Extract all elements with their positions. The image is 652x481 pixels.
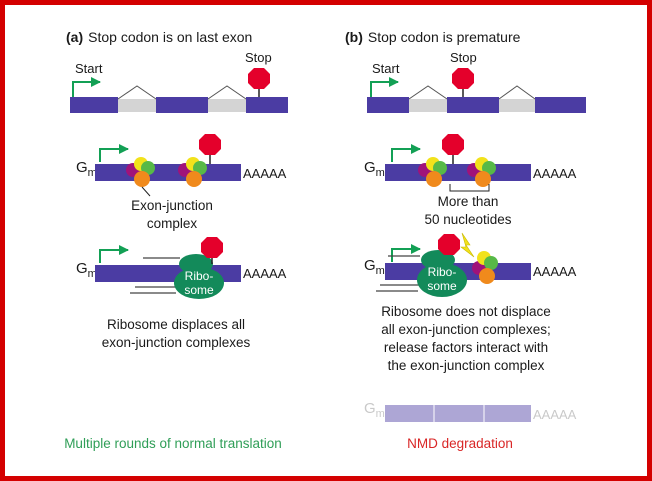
splice-caret-1	[117, 85, 157, 100]
ejc-2	[467, 157, 496, 187]
start-arrow-icon	[370, 77, 399, 98]
ribosome-label-2: some	[427, 279, 457, 293]
panel-b-letter: (b)	[345, 29, 363, 45]
exon-3	[246, 97, 288, 113]
exon-2	[156, 97, 208, 113]
stop-codon-icon	[201, 237, 223, 258]
stop-codon-icon	[442, 134, 464, 155]
polya-tail: AAAAA	[533, 407, 577, 422]
ribosome-label-1: Ribo-	[428, 265, 457, 279]
ribosome-label-2: some	[184, 283, 214, 297]
panel-a-outcome: Multiple rounds of normal translation	[64, 436, 282, 451]
panel-b-caption-1: Ribosome does not displace	[381, 304, 551, 319]
panel-b-caption-3: release factors interact with	[384, 340, 548, 355]
nmd-diagram: (a) Stop codon is on last exon Start Stop…	[64, 29, 586, 451]
start-arrow-icon	[391, 144, 421, 162]
panel-b-caption-4: the exon-junction complex	[388, 358, 545, 373]
panel-b-stop-label: Stop	[450, 50, 477, 65]
panel-b-start-label: Start	[372, 61, 400, 76]
svg-text:Gm: Gm	[76, 159, 97, 179]
splice-caret-1	[408, 85, 448, 100]
distance-label-2: 50 nucleotides	[424, 212, 511, 227]
panel-a-gene: Start Stop	[70, 50, 288, 113]
start-arrow-icon	[99, 245, 129, 263]
panel-b-title: Stop codon is premature	[368, 29, 521, 45]
intron-1	[409, 99, 447, 112]
panel-b-gene: Start Stop	[367, 50, 586, 113]
distance-label-1: More than	[438, 194, 499, 209]
cap-label: G	[364, 400, 376, 417]
exon-3	[535, 97, 586, 113]
cap-subscript: m	[376, 408, 385, 420]
panel-a-letter: (a)	[66, 29, 83, 45]
stop-codon-icon	[438, 234, 460, 255]
intron-1	[118, 99, 156, 112]
panel-b: (b) Stop codon is premature Start Stop Gm…	[345, 29, 586, 451]
stop-codon-icon	[248, 68, 270, 89]
stop-codon-icon	[199, 134, 221, 155]
polya-tail: AAAAA	[243, 166, 287, 181]
svg-text:Gm: Gm	[76, 260, 97, 280]
ribosome-label-1: Ribo-	[185, 269, 214, 283]
panel-a-caption-1: Ribosome displaces all	[107, 317, 245, 332]
polya-tail: AAAAA	[533, 166, 577, 181]
ejc-remaining	[472, 251, 498, 284]
distance-bracket	[449, 184, 490, 192]
panel-b-outcome: NMD degradation	[407, 436, 513, 451]
panel-a-title: Stop codon is on last exon	[88, 29, 252, 45]
panel-b-caption-2: all exon-junction complexes;	[381, 322, 551, 337]
lightning-icon	[460, 232, 475, 258]
exon-2	[447, 97, 499, 113]
intron-2	[499, 99, 535, 112]
exon-1	[367, 97, 409, 113]
cap-label: G	[76, 260, 88, 277]
start-arrow-icon	[99, 144, 129, 162]
polya-tail: AAAAA	[243, 266, 287, 281]
ribosome-large	[174, 267, 224, 299]
cap-subscript: m	[88, 268, 97, 280]
exon-1	[70, 97, 118, 113]
svg-text:Gm: Gm	[364, 400, 385, 420]
cap-subscript: m	[376, 167, 385, 179]
ejc-label-line-2: complex	[147, 216, 198, 231]
panel-a-stop-label: Stop	[245, 50, 272, 65]
svg-text:(a)Stop codon is on last exon: (a) Stop codon is on last exon	[66, 29, 252, 45]
mrna-bar	[95, 164, 241, 181]
ribosome-large	[417, 263, 467, 297]
panel-b-degraded-mrna: Gm AAAAA	[364, 400, 577, 422]
cap-subscript: m	[88, 167, 97, 179]
ribosome-small	[179, 254, 213, 274]
ejc-2	[178, 157, 207, 187]
cap-subscript: m	[376, 265, 385, 277]
panel-a: (a) Stop codon is on last exon Start Stop…	[64, 29, 288, 451]
ejc-1	[126, 157, 155, 187]
splice-caret-2	[207, 85, 247, 100]
cap-label: G	[76, 159, 88, 176]
mrna-bar	[385, 405, 531, 422]
polya-tail: AAAAA	[533, 264, 577, 279]
svg-text:Gm: Gm	[364, 257, 385, 277]
panel-a-mrna-ejc: Gm AAAAA Exon-junction complex	[76, 134, 287, 231]
svg-text:Gm: Gm	[364, 159, 385, 179]
start-arrow-icon	[72, 77, 101, 98]
cap-label: G	[364, 159, 376, 176]
panel-a-translation: Gm Ribo- some AAAAA Ribosome displaces a…	[76, 237, 287, 350]
ejc-1	[418, 157, 447, 187]
splice-caret-2	[498, 85, 536, 100]
start-arrow-icon	[391, 244, 421, 262]
intron-2	[208, 99, 246, 112]
stop-codon-icon	[452, 68, 474, 89]
panel-b-mrna-ejc: Gm AAAAA More than 50 nucleotides	[364, 134, 577, 227]
ejc-label-line-1: Exon-junction	[131, 198, 213, 213]
mrna-bar	[385, 164, 531, 181]
cap-label: G	[364, 257, 376, 274]
svg-text:(b)Stop codon is premature: (b) Stop codon is premature	[345, 29, 521, 45]
panel-a-caption-2: exon-junction complexes	[102, 335, 251, 350]
panel-b-translation: Gm Ribo- some AAAAA Ribosome does not di…	[364, 232, 577, 373]
panel-a-start-label: Start	[75, 61, 103, 76]
